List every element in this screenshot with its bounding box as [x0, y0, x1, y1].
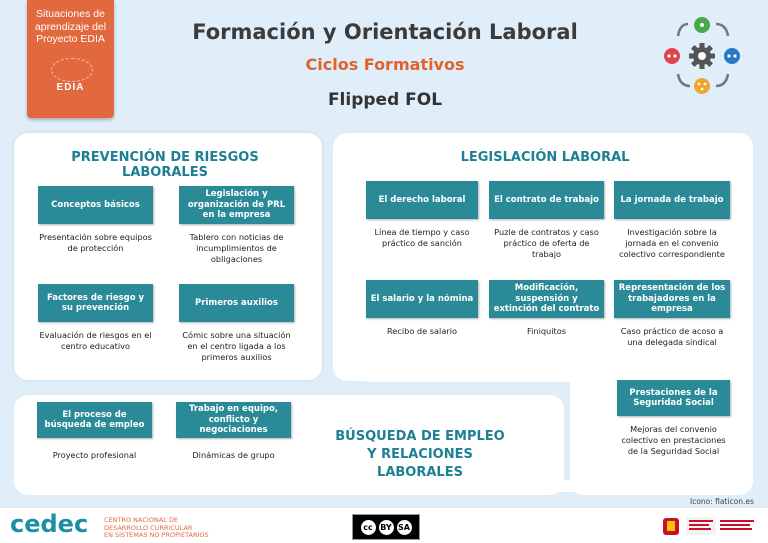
panel-prevencion — [14, 133, 322, 380]
card-body: Finiquitos — [527, 326, 566, 336]
cedec-logo: cedec — [10, 510, 89, 538]
card-head: El derecho laboral — [366, 181, 478, 219]
prevencion-title: PREVENCIÓN DE RIESGOS LABORALES — [71, 150, 259, 180]
card-contrato-trabajo: El contrato de trabajo Puzle de contrato… — [489, 181, 604, 260]
badge-text: Situaciones de aprendizaje del Proyecto … — [34, 8, 107, 45]
card-body: Tablero con noticias de incumplimientos … — [189, 232, 284, 264]
cedec-subtitle: CENTRO NACIONAL DE DESARROLLO CURRICULAR… — [104, 516, 209, 539]
card-body: Dinámicas de grupo — [192, 450, 275, 460]
legislacion-title: LEGISLACIÓN LABORAL — [460, 150, 630, 165]
project-title: Flipped FOL — [327, 90, 443, 110]
card-body: Investigación sobre la jornada en el con… — [619, 227, 725, 259]
card-body: Caso práctico de acoso a una delegada si… — [620, 326, 724, 347]
sa-icon: SA — [396, 519, 412, 535]
icon-credit: Icono: flaticon.es — [690, 497, 754, 506]
card-body: Mejoras del convenio colectivo en presta… — [621, 424, 726, 456]
card-head: El contrato de trabajo — [489, 181, 604, 219]
card-head: Legislación y organización de PRL en la … — [179, 186, 294, 224]
card-primeros-auxilios: Primeros auxilios Cómic sobre una situac… — [179, 284, 294, 363]
card-body: Recibo de salario — [386, 326, 457, 336]
card-head: Primeros auxilios — [179, 284, 294, 322]
card-busqueda-empleo: El proceso de búsqueda de empleo Proyect… — [37, 402, 152, 461]
card-modificacion-contrato: Modificación, suspensión y extinción del… — [489, 280, 604, 337]
card-head: Prestaciones de la Seguridad Social — [617, 380, 730, 416]
card-head: El salario y la nómina — [366, 280, 478, 318]
page-title: Formación y Orientación Laboral — [192, 20, 578, 44]
card-head: Representación de los trabajadores en la… — [614, 280, 730, 318]
card-conceptos-basicos: Conceptos básicos Presentación sobre equ… — [38, 186, 153, 254]
card-head: Trabajo en equipo, conflicto y negociaci… — [176, 402, 291, 438]
card-body: Línea de tiempo y caso práctico de sanci… — [374, 227, 470, 248]
card-body: Presentación sobre equipos de protección — [39, 232, 152, 253]
card-prestaciones-ss: Prestaciones de la Seguridad Social Mejo… — [617, 380, 730, 457]
card-head: Modificación, suspensión y extinción del… — [489, 280, 604, 318]
card-factores-riesgo: Factores de riesgo y su prevención Evalu… — [38, 284, 153, 352]
card-salario-nomina: El salario y la nómina Recibo de salario — [366, 280, 478, 337]
card-head: La jornada de trabajo — [614, 181, 730, 219]
card-body: Puzle de contratos y caso práctico de of… — [494, 227, 599, 259]
gobierno-logo — [660, 514, 760, 538]
card-body: Evaluación de riesgos en el centro educa… — [39, 330, 152, 351]
header — [0, 0, 768, 132]
by-icon: BY — [378, 519, 394, 535]
card-body: Cómic sobre una situación en el centro l… — [182, 330, 291, 362]
card-derecho-laboral: El derecho laboral Línea de tiempo y cas… — [366, 181, 478, 249]
cc-icon: cc — [360, 519, 376, 535]
edia-badge: Situaciones de aprendizaje del Proyecto … — [27, 0, 114, 118]
card-head: El proceso de búsqueda de empleo — [37, 402, 152, 438]
card-jornada-trabajo: La jornada de trabajo Investigación sobr… — [614, 181, 730, 260]
card-representacion-trabajadores: Representación de los trabajadores en la… — [614, 280, 730, 348]
card-body: Proyecto profesional — [52, 450, 137, 460]
busqueda-title: BÚSQUEDA DE EMPLEO Y RELACIONES LABORALE… — [335, 429, 505, 480]
coat-of-arms-icon — [663, 518, 679, 535]
edia-logo: EDIA — [56, 82, 85, 93]
gear-cycle-icon — [664, 17, 740, 94]
cc-license-badge[interactable]: cc BY SA — [352, 514, 420, 540]
ministerio-logo-icon — [686, 517, 754, 535]
badge-pattern — [51, 58, 93, 82]
card-head: Conceptos básicos — [38, 186, 153, 224]
page-subtitle: Ciclos Formativos — [305, 55, 465, 74]
card-legislacion-prl: Legislación y organización de PRL en la … — [179, 186, 294, 265]
card-trabajo-equipo: Trabajo en equipo, conflicto y negociaci… — [176, 402, 291, 461]
panel-legislacion — [333, 133, 753, 381]
card-head: Factores de riesgo y su prevención — [38, 284, 153, 322]
